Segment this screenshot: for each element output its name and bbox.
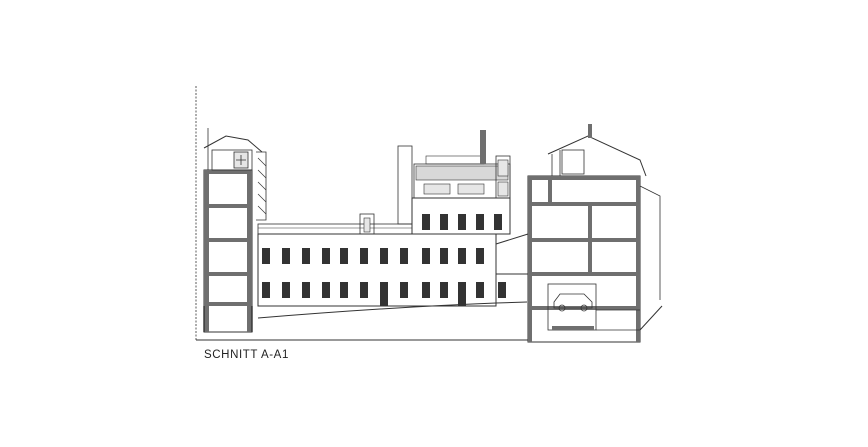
central-building <box>257 130 529 307</box>
windows <box>262 214 506 306</box>
left-building <box>195 86 267 340</box>
ground-line <box>196 301 663 341</box>
drawing-title: SCHNITT A-A1 <box>204 349 289 361</box>
right-building <box>527 124 661 343</box>
